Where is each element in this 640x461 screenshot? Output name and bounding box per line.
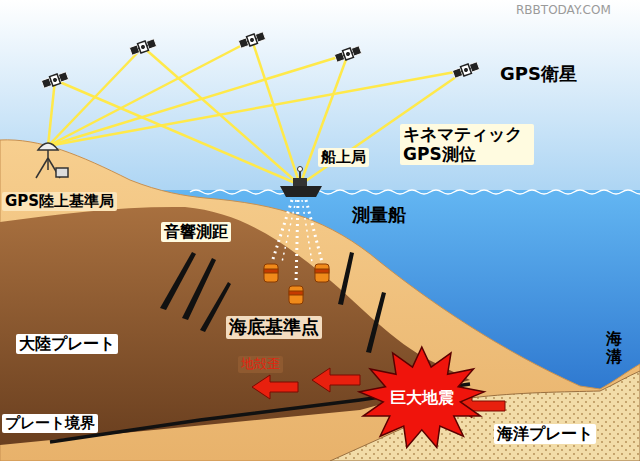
plate-label: 大陸プレート bbox=[16, 334, 118, 354]
plate-label: 海洋プレート bbox=[494, 424, 596, 444]
method-label: キネマティック GPS測位 bbox=[400, 124, 534, 165]
ship-label: 測量船 bbox=[352, 205, 406, 226]
strain-label: 地殻歪 bbox=[238, 356, 283, 373]
station-label: 船上局 bbox=[318, 148, 369, 167]
watermark: RBBTODAY.COM bbox=[516, 4, 611, 18]
method-label: 音響測距 bbox=[161, 222, 231, 242]
satellite-label: GPS衛星 bbox=[500, 64, 577, 85]
trench-label: 海溝 bbox=[606, 330, 622, 365]
boundary-label: プレート境界 bbox=[2, 414, 98, 433]
part-label: 海底基準点 bbox=[226, 316, 322, 339]
node-text: 巨大地震 bbox=[390, 388, 454, 409]
earthquake-burst: 巨大地震 bbox=[357, 345, 487, 451]
station-label: GPS陸上基準局 bbox=[2, 192, 117, 211]
